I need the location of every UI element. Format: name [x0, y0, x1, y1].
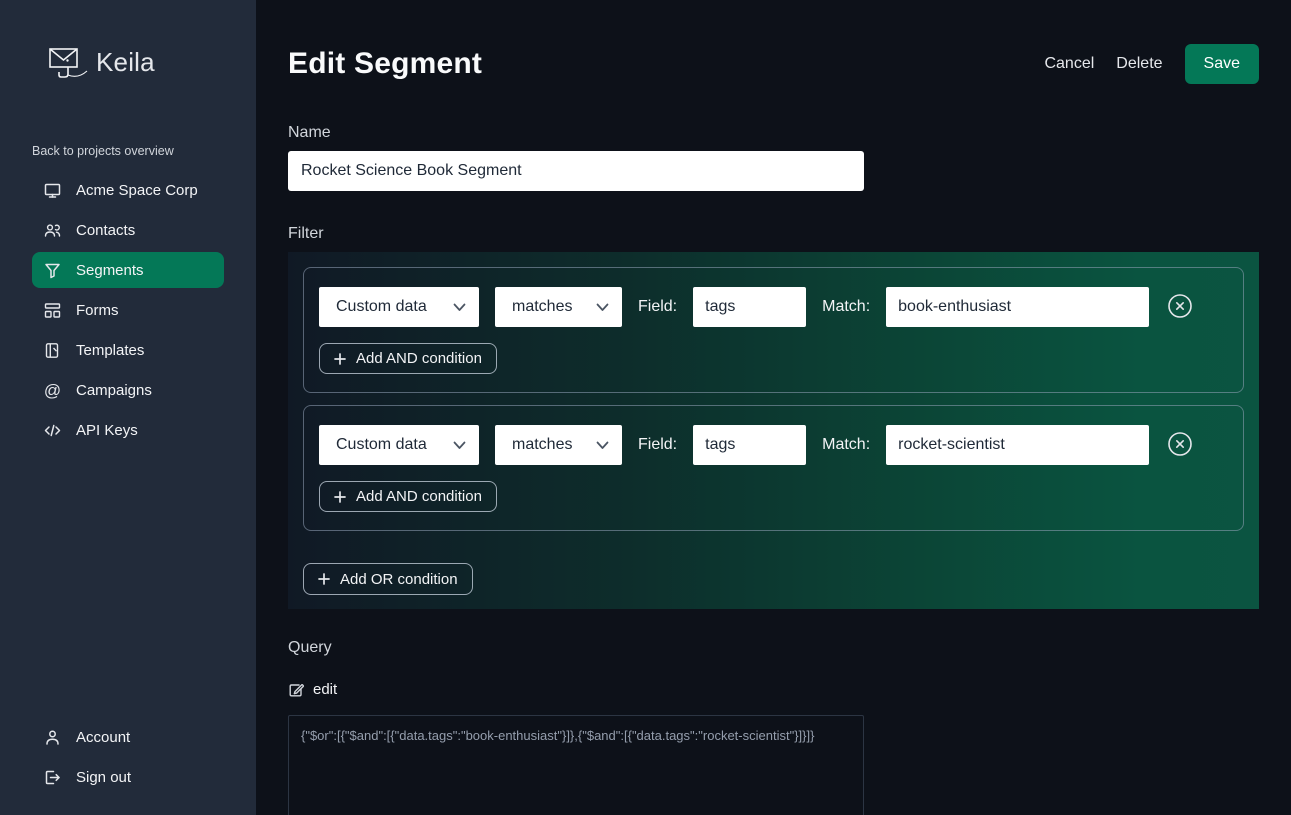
remove-condition-button[interactable]	[1167, 432, 1193, 458]
sidebar-item-label: Templates	[76, 342, 144, 359]
condition-match-input[interactable]	[886, 425, 1149, 465]
condition-type-select[interactable]: Custom data	[319, 287, 479, 327]
field-label: Field:	[638, 298, 677, 316]
forms-icon	[44, 302, 61, 319]
add-and-condition-label: Add AND condition	[356, 350, 482, 367]
filter-panel: Custom data matches Field: Match:	[288, 252, 1259, 609]
funnel-icon	[44, 262, 61, 279]
filter-section: Filter Custom data matches	[288, 225, 1259, 609]
add-and-condition-label: Add AND condition	[356, 488, 482, 505]
page-header: Edit Segment Cancel Delete Save	[288, 44, 1259, 84]
sidebar-item-project[interactable]: Acme Space Corp	[32, 172, 224, 208]
code-icon	[44, 422, 61, 439]
match-label: Match:	[822, 298, 870, 316]
condition-row: Custom data matches Field: Match:	[319, 287, 1228, 327]
add-and-condition-button[interactable]: Add AND condition	[319, 481, 497, 512]
sidebar-item-label: Sign out	[76, 769, 131, 786]
plus-icon	[334, 491, 346, 503]
sidebar-item-templates[interactable]: Templates	[32, 332, 224, 368]
monitor-icon	[44, 182, 61, 199]
app-logo: Keila	[46, 40, 224, 84]
condition-field-input[interactable]	[693, 287, 806, 327]
add-or-condition-button[interactable]: Add OR condition	[303, 563, 473, 595]
sidebar-footer: Account Sign out	[32, 719, 224, 799]
add-and-condition-button[interactable]: Add AND condition	[319, 343, 497, 374]
page-title: Edit Segment	[288, 47, 482, 81]
sign-out-icon	[44, 769, 61, 786]
query-textarea[interactable]: {"$or":[{"$and":[{"data.tags":"book-enth…	[288, 715, 864, 815]
back-to-projects-link[interactable]: Back to projects overview	[32, 144, 224, 158]
query-label: Query	[288, 639, 1259, 657]
plus-icon	[334, 353, 346, 365]
segment-name-input[interactable]	[288, 151, 864, 191]
edit-query-link[interactable]: edit	[288, 681, 337, 698]
sidebar-item-segments[interactable]: Segments	[32, 252, 224, 288]
circle-x-icon	[1167, 431, 1193, 460]
delete-button[interactable]: Delete	[1116, 55, 1162, 73]
edit-query-label: edit	[313, 681, 337, 698]
sidebar-item-label: Campaigns	[76, 382, 152, 399]
condition-operator-select[interactable]: matches	[495, 287, 622, 327]
pencil-square-icon	[288, 682, 304, 698]
plus-icon	[318, 573, 330, 585]
remove-condition-button[interactable]	[1167, 294, 1193, 320]
user-icon	[44, 729, 61, 746]
templates-icon	[44, 342, 61, 359]
condition-row: Custom data matches Field: Match:	[319, 425, 1228, 465]
chevron-down-icon	[596, 303, 609, 312]
sidebar: Keila Back to projects overview Acme Spa…	[0, 0, 256, 815]
condition-operator-select[interactable]: matches	[495, 425, 622, 465]
query-section: Query edit {"$or":[{"$and":[{"data.tags"…	[288, 639, 1259, 815]
keila-envelope-icon	[46, 40, 90, 84]
main-content: Edit Segment Cancel Delete Save Name Fil…	[256, 0, 1291, 815]
chevron-down-icon	[453, 303, 466, 312]
filter-label: Filter	[288, 225, 1259, 243]
save-button[interactable]: Save	[1185, 44, 1259, 84]
sidebar-item-campaigns[interactable]: @ Campaigns	[32, 372, 224, 408]
sidebar-item-api-keys[interactable]: API Keys	[32, 412, 224, 448]
sidebar-item-label: Account	[76, 729, 130, 746]
circle-x-icon	[1167, 293, 1193, 322]
name-section: Name	[288, 124, 1259, 191]
name-label: Name	[288, 124, 1259, 142]
chevron-down-icon	[453, 441, 466, 450]
sidebar-item-label: Forms	[76, 302, 119, 319]
header-actions: Cancel Delete Save	[1044, 44, 1259, 84]
condition-field-input[interactable]	[693, 425, 806, 465]
at-icon: @	[44, 382, 61, 399]
users-icon	[44, 222, 61, 239]
match-label: Match:	[822, 436, 870, 454]
sidebar-item-label: API Keys	[76, 422, 138, 439]
condition-type-select[interactable]: Custom data	[319, 425, 479, 465]
sidebar-item-label: Segments	[76, 262, 144, 279]
sidebar-item-forms[interactable]: Forms	[32, 292, 224, 328]
condition-type-value: Custom data	[336, 436, 427, 454]
condition-card: Custom data matches Field: Match:	[303, 405, 1244, 531]
sidebar-item-account[interactable]: Account	[32, 719, 224, 755]
sidebar-nav: Acme Space Corp Contacts Segments	[32, 172, 224, 452]
condition-match-input[interactable]	[886, 287, 1149, 327]
field-label: Field:	[638, 436, 677, 454]
sidebar-item-sign-out[interactable]: Sign out	[32, 759, 224, 795]
sidebar-item-label: Contacts	[76, 222, 135, 239]
add-or-condition-label: Add OR condition	[340, 571, 458, 588]
condition-operator-value: matches	[512, 298, 572, 316]
condition-type-value: Custom data	[336, 298, 427, 316]
condition-card: Custom data matches Field: Match:	[303, 267, 1244, 393]
sidebar-item-label: Acme Space Corp	[76, 182, 198, 199]
sidebar-item-contacts[interactable]: Contacts	[32, 212, 224, 248]
brand-name: Keila	[96, 47, 155, 78]
cancel-button[interactable]: Cancel	[1044, 55, 1094, 73]
condition-operator-value: matches	[512, 436, 572, 454]
chevron-down-icon	[596, 441, 609, 450]
